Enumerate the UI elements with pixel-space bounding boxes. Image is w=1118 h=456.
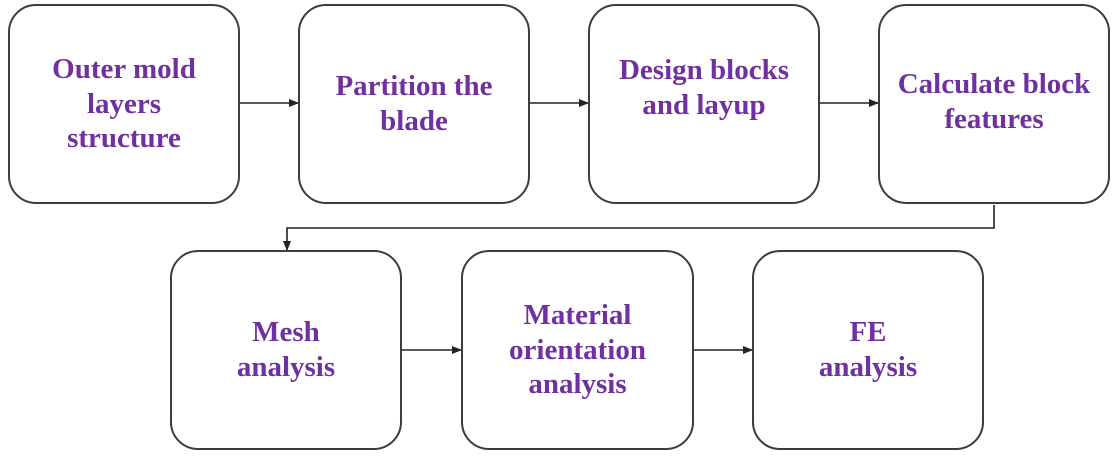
node-calculate-features: Calculate block features xyxy=(878,4,1110,204)
node-partition-label: Partition the blade xyxy=(335,70,493,137)
node-design-blocks-label: Design blocks and layup xyxy=(618,54,789,121)
node-calculate-features-label: Calculate block features xyxy=(897,68,1091,135)
node-material-orientation-label: Material orientation analysis xyxy=(509,298,646,401)
node-fe: FE analysis xyxy=(752,250,984,450)
node-partition: Partition the blade xyxy=(298,4,530,204)
arrow-calculate-features-to-mesh xyxy=(283,205,995,251)
node-outer-mold: Outer mold layers structure xyxy=(8,4,240,204)
node-outer-mold-label: Outer mold layers structure xyxy=(52,52,196,155)
node-mesh-label: Mesh analysis xyxy=(236,316,336,383)
node-fe-label: FE analysis xyxy=(818,316,918,383)
node-design-blocks: Design blocks and layup xyxy=(588,4,820,204)
node-material-orientation: Material orientation analysis xyxy=(461,250,694,450)
node-mesh: Mesh analysis xyxy=(170,250,402,450)
